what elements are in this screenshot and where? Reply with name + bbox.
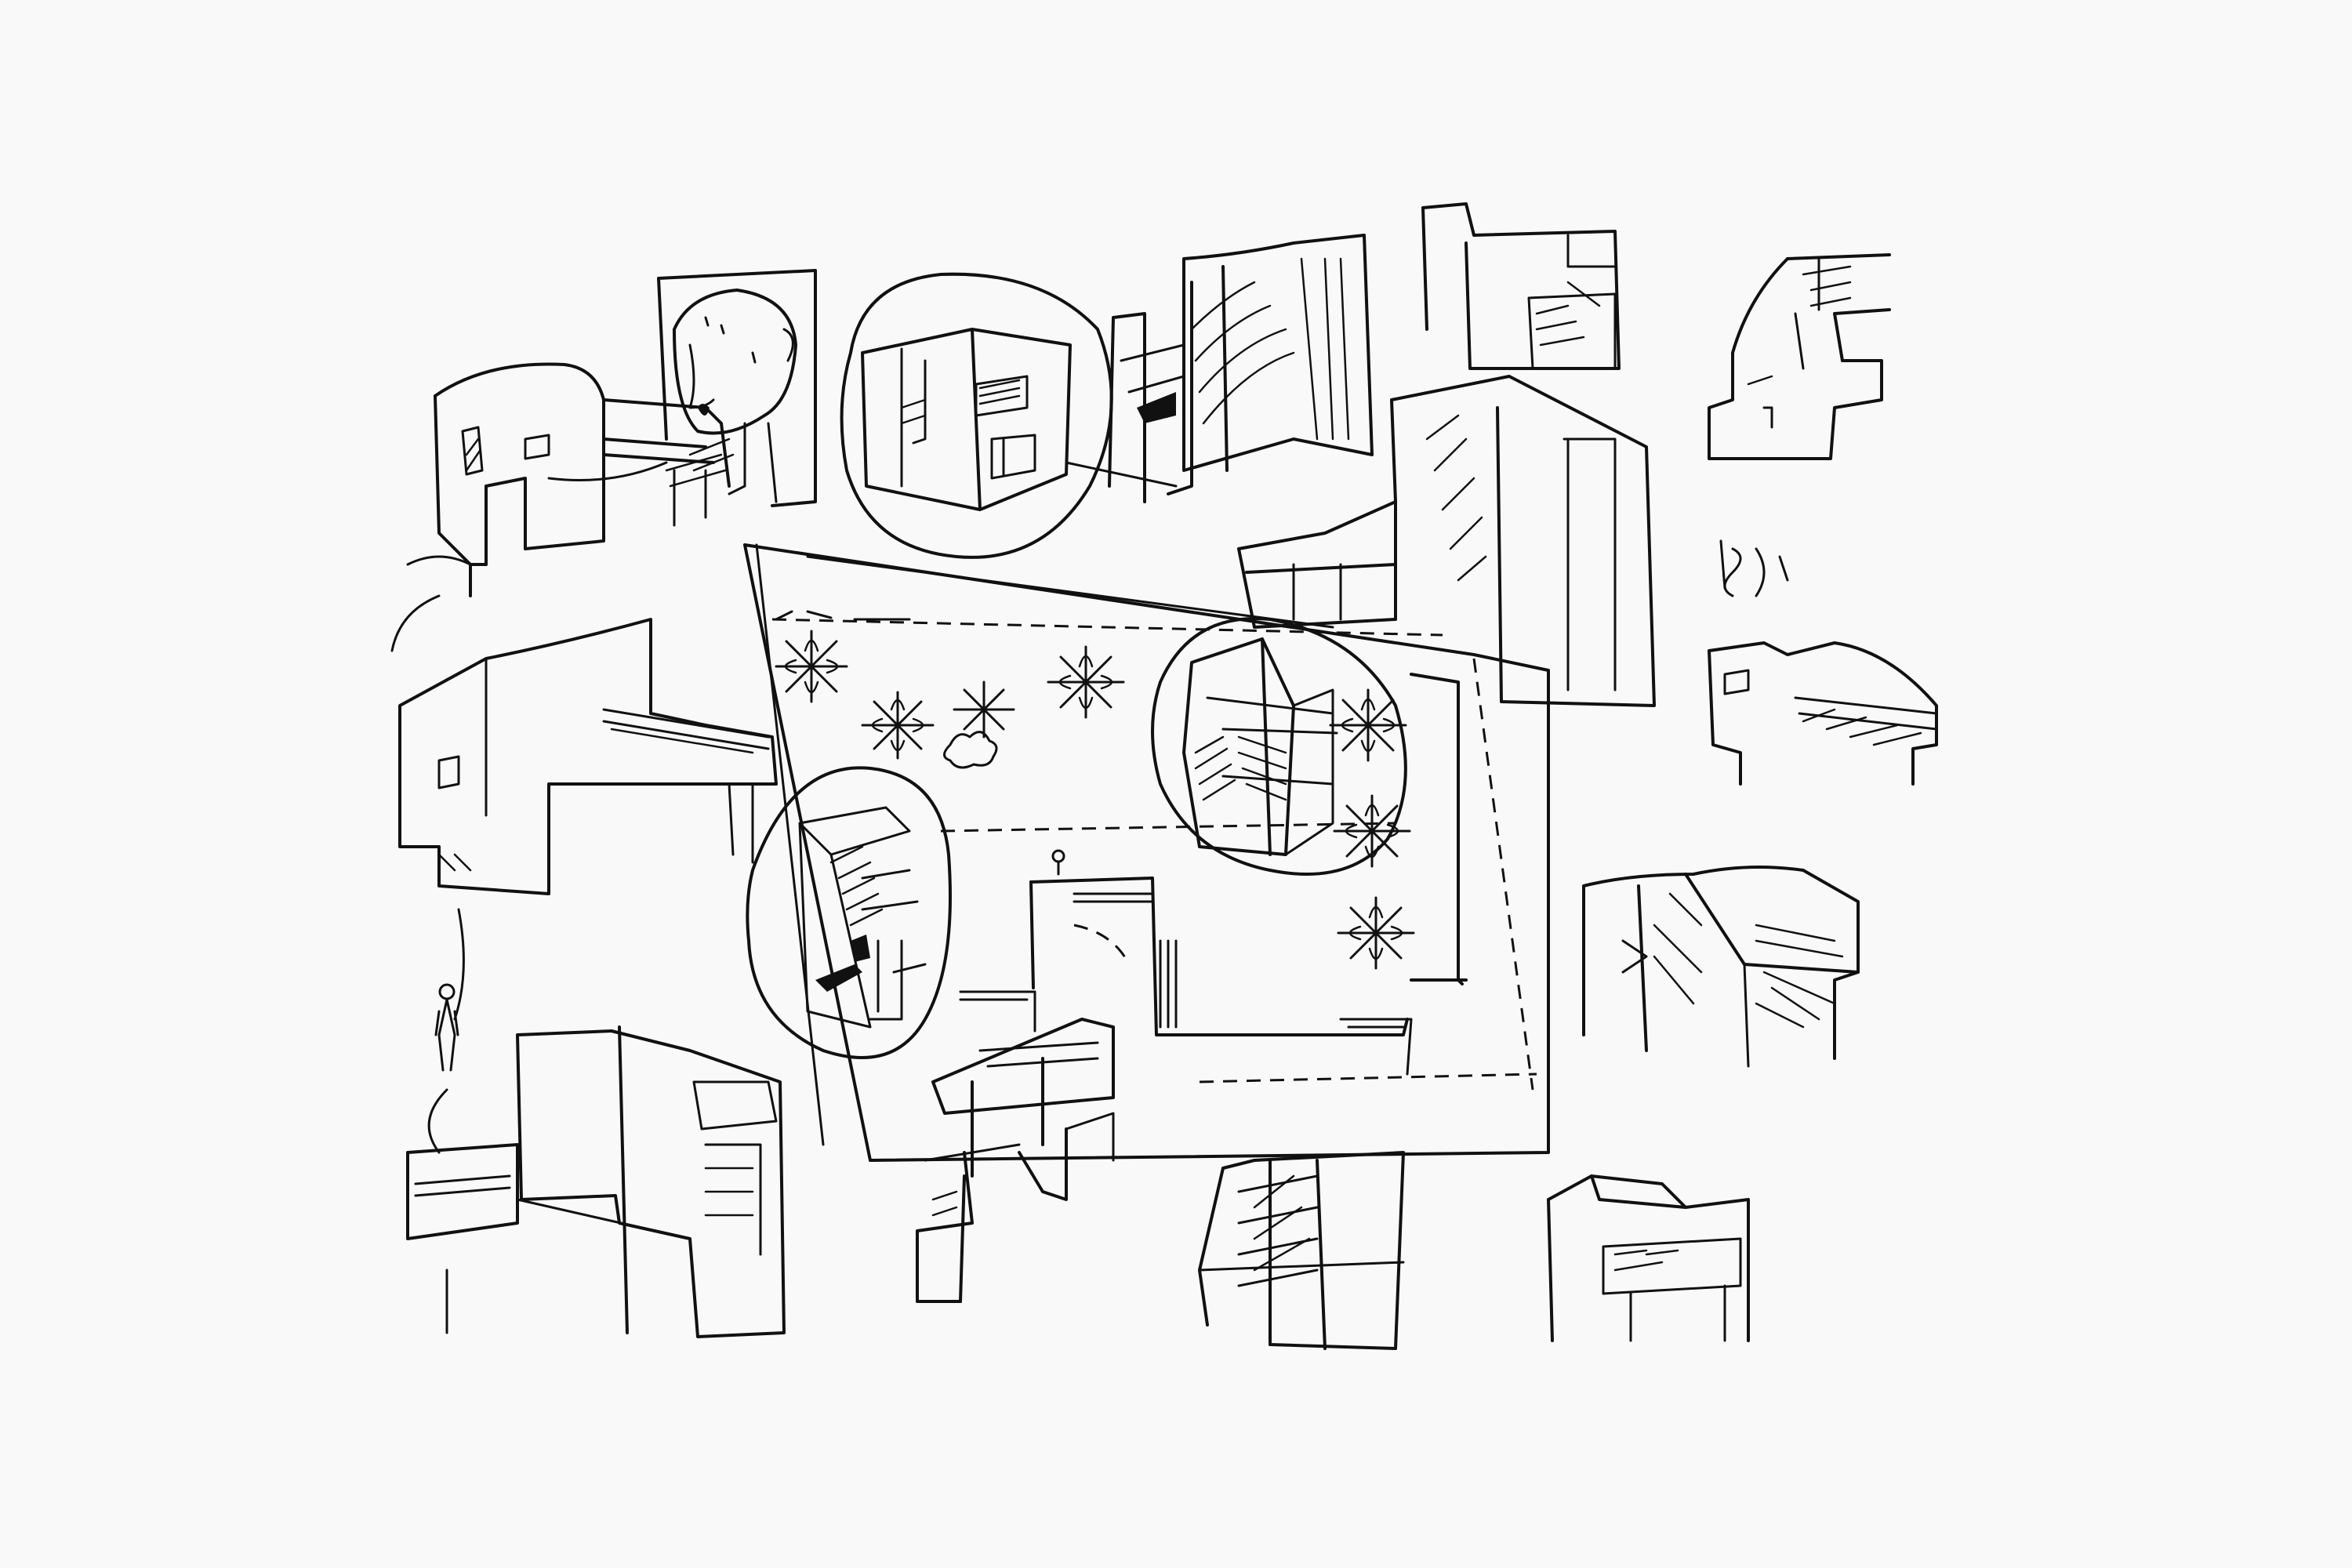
sketch-house-right-middle — [1582, 866, 1860, 1068]
sketch-house-farright-mid — [1708, 641, 1938, 786]
palm-tree-icon — [1047, 645, 1125, 719]
plan-terrace — [1339, 1018, 1413, 1076]
setback-line-mid — [940, 822, 1396, 833]
bubble-right-plan — [1151, 617, 1407, 876]
scribble-small — [1719, 539, 1789, 597]
palm-tree-icon — [953, 681, 1015, 739]
face-sketch-icon — [657, 269, 817, 507]
plan-stair-treads — [1159, 939, 1178, 1029]
sketch-house-midleft — [398, 618, 778, 895]
sketch-house-topcenter — [1108, 234, 1374, 503]
plan-core-walls — [1029, 877, 1409, 1036]
bubble-left-plan — [746, 766, 952, 1059]
plan-room-west — [959, 990, 1036, 1033]
sketch-tower-bottomleft — [406, 1025, 786, 1338]
setback-line-east — [1472, 658, 1534, 1091]
sketch-house-bottomcenter — [916, 1018, 1115, 1303]
sketch-house-topleft — [390, 362, 731, 652]
bubble-top-center — [840, 272, 1178, 559]
setback-line-south — [1199, 1073, 1537, 1083]
plan-wall-east — [1410, 673, 1464, 985]
site-plan — [743, 543, 1550, 1162]
plan-stair-landing — [1073, 892, 1154, 903]
sketch-house-bottommid — [1198, 1151, 1405, 1350]
setback-line-north — [771, 618, 1443, 637]
connector-stroke — [427, 908, 465, 1154]
palm-tree-icon — [775, 630, 848, 703]
door-swing — [1073, 924, 1131, 965]
person-figure-icon — [434, 983, 459, 1072]
plan-core-west-wall — [1029, 880, 1035, 989]
site-north-wall — [806, 555, 1334, 629]
site-boundary — [743, 543, 1550, 1162]
plan-ticks — [775, 610, 911, 621]
sketch-house-bottomright — [1547, 1174, 1750, 1342]
shrub-icon — [943, 731, 998, 769]
sketch-tower-right — [1237, 375, 1656, 707]
palm-tree-icon — [1337, 896, 1415, 970]
palm-tree-icon — [1329, 688, 1407, 762]
site-inner-edge — [755, 543, 825, 1146]
sketch-house-farright-top — [1708, 253, 1891, 460]
palm-tree-icon — [861, 691, 935, 760]
sketch-house-topright-small — [1421, 202, 1621, 370]
plan-marker — [1051, 849, 1065, 863]
